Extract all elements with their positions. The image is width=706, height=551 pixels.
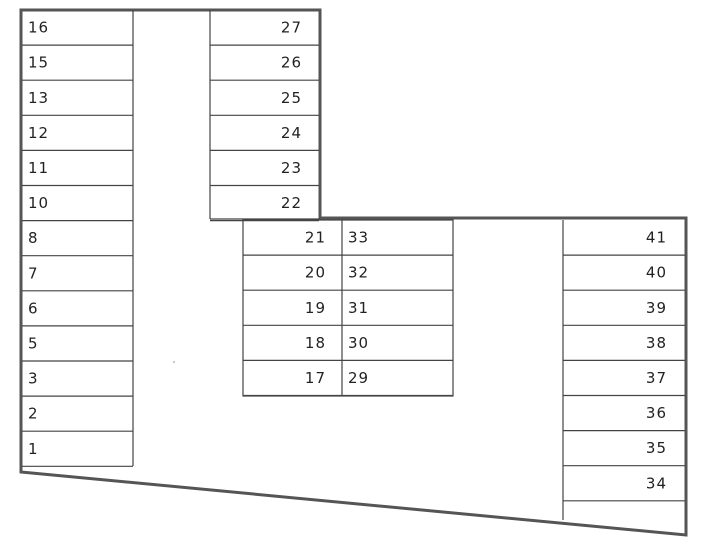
stall-number-34: 34 <box>646 474 667 492</box>
stall-number-32: 32 <box>348 264 369 282</box>
stall-number-26: 26 <box>281 54 302 72</box>
stall-number-5: 5 <box>28 334 39 352</box>
stall-number-10: 10 <box>28 194 49 212</box>
stall-number-3: 3 <box>28 370 39 388</box>
lot-boundary <box>19 8 688 537</box>
stall-number-6: 6 <box>28 299 39 317</box>
stall-number-41: 41 <box>646 229 667 247</box>
stall-number-15: 15 <box>28 54 49 72</box>
stall-number-36: 36 <box>646 404 667 422</box>
stall-number-21: 21 <box>305 229 326 247</box>
stall-number-1: 1 <box>28 440 39 458</box>
stall-number-16: 16 <box>28 19 49 37</box>
stall-number-37: 37 <box>646 369 667 387</box>
stall-number-8: 8 <box>28 229 39 247</box>
stall-number-24: 24 <box>281 124 302 142</box>
stall-number-33: 33 <box>348 229 369 247</box>
stall-number-29: 29 <box>348 369 369 387</box>
speck <box>173 361 175 363</box>
stall-number-40: 40 <box>646 264 667 282</box>
stall-number-7: 7 <box>28 264 39 282</box>
stall-number-19: 19 <box>305 299 326 317</box>
stall-number-12: 12 <box>28 124 49 142</box>
stall-number-25: 25 <box>281 89 302 107</box>
stall-number-30: 30 <box>348 334 369 352</box>
stall-number-23: 23 <box>281 159 302 177</box>
stall-number-20: 20 <box>305 264 326 282</box>
stall-number-11: 11 <box>28 159 49 177</box>
stall-number-22: 22 <box>281 194 302 212</box>
stall-number-31: 31 <box>348 299 369 317</box>
stall-number-2: 2 <box>28 405 39 423</box>
stall-number-35: 35 <box>646 439 667 457</box>
stall-number-18: 18 <box>305 334 326 352</box>
stall-number-38: 38 <box>646 334 667 352</box>
stall-number-27: 27 <box>281 19 302 37</box>
stall-number-17: 17 <box>305 369 326 387</box>
stall-number-39: 39 <box>646 299 667 317</box>
stall-layer: 1615131211108765321272625242322212019181… <box>22 19 685 502</box>
stall-number-13: 13 <box>28 89 49 107</box>
